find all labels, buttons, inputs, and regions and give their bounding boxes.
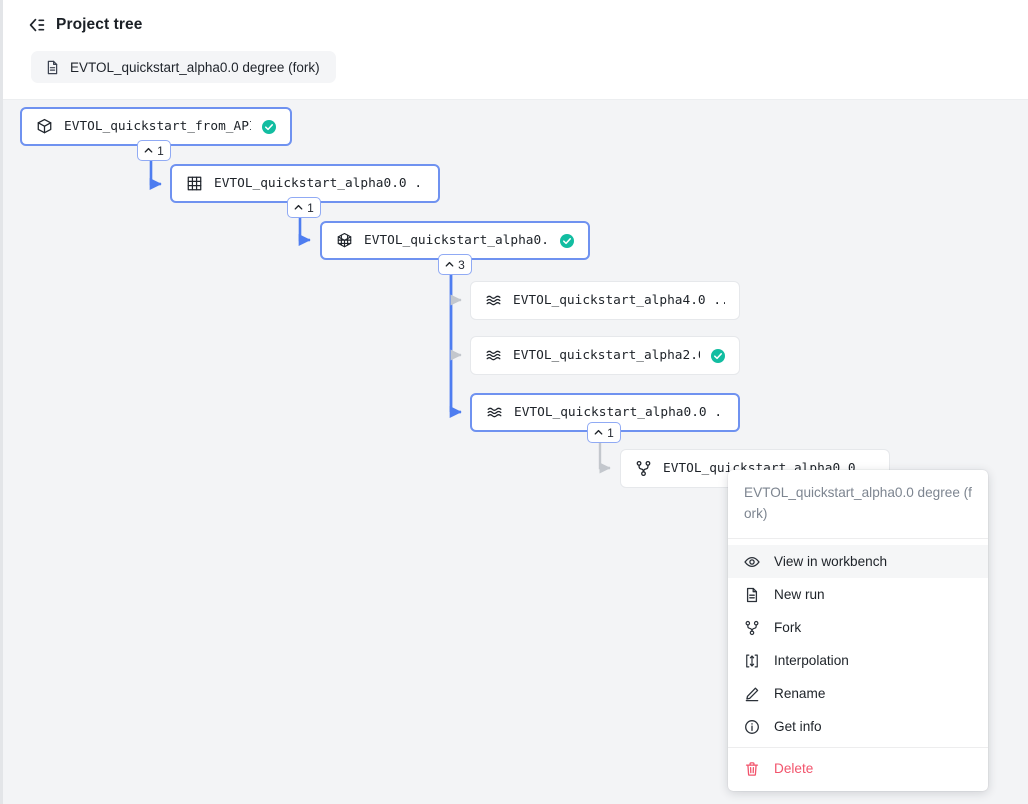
fork-icon [744,620,760,636]
tree-node-label: EVTOL_quickstart_alpha4.0 ... [513,293,725,308]
collapse-badge-count: 1 [307,200,314,215]
tree-connectors [149,150,611,474]
collapse-badge[interactable]: 1 [587,422,621,443]
page-title: Project tree [56,16,143,33]
document-icon [744,587,760,603]
tree-node[interactable]: EVTOL_quickstart_alpha2.0 ... [470,336,740,375]
waves-icon [485,347,502,364]
menu-item-get-info[interactable]: Get info [728,710,988,743]
menu-item-label: Fork [774,620,802,636]
waves-icon [485,292,502,309]
collapse-badge[interactable]: 3 [438,254,472,275]
trash-icon [744,761,760,777]
menu-item-label: View in workbench [774,554,888,570]
tree-node[interactable]: EVTOL_quickstart_alpha0.0 ... [320,221,590,260]
menu-item-label: Get info [774,719,822,735]
menu-item-label: Interpolation [774,653,849,669]
tree-node-label: EVTOL_quickstart_alpha0.0 ... [514,405,724,420]
tree-node[interactable]: EVTOL_quickstart_alpha4.0 ... [470,281,740,320]
waves-icon [486,404,503,421]
document-icon [45,60,60,75]
status-ok-icon [560,233,574,248]
tree-node-label: EVTOL_quickstart_from_API [64,119,251,134]
window-left-edge [0,0,3,804]
menu-item-label: New run [774,587,825,603]
tree-canvas[interactable]: EVTOL_quickstart_from_API 1 [3,100,1028,804]
context-menu[interactable]: EVTOL_quickstart_alpha0.0 degree (fork) … [728,470,988,792]
chevron-up-icon [144,147,153,153]
tree-node-label: EVTOL_quickstart_alpha0.0 ... [214,176,424,191]
eye-icon [744,554,760,570]
tree-node-label: EVTOL_quickstart_alpha2.0 ... [513,348,700,363]
chevron-up-icon [294,204,303,210]
collapse-badge-count: 3 [458,257,465,272]
interpolation-icon [744,653,760,669]
fork-icon [635,460,652,477]
panel-header: Project tree EVTOL_quickstart_alpha0.0 d… [3,0,1028,100]
menu-item-label: Rename [774,686,826,702]
menu-item-view-in-workbench[interactable]: View in workbench [728,545,988,579]
info-icon [744,719,760,735]
chevron-up-icon [594,429,603,435]
menu-item-fork[interactable]: Fork [728,611,988,644]
context-menu-title: EVTOL_quickstart_alpha0.0 degree (fork) [728,470,988,540]
breadcrumb[interactable]: EVTOL_quickstart_alpha0.0 degree (fork) [31,51,336,83]
chevron-up-icon [445,261,454,267]
menu-item-delete[interactable]: Delete [728,752,988,785]
breadcrumb-label: EVTOL_quickstart_alpha0.0 degree (fork) [70,59,320,75]
collapse-badge-count: 1 [607,425,614,440]
tree-node[interactable]: EVTOL_quickstart_alpha0.0 ... [170,164,440,203]
collapse-badge-count: 1 [157,143,164,158]
tree-node[interactable]: EVTOL_quickstart_from_API [20,107,292,146]
context-menu-items: View in workbench New run [728,539,988,791]
mesh-icon [336,232,353,249]
collapse-badge[interactable]: 1 [287,197,321,218]
cube-icon [36,118,53,135]
menu-bottom-spacer [728,785,988,791]
status-ok-icon [711,348,725,363]
collapse-panel-icon[interactable] [28,16,46,34]
pencil-icon [744,686,760,702]
menu-item-label: Delete [774,761,814,777]
grid-icon [186,175,203,192]
tree-node[interactable]: EVTOL_quickstart_alpha0.0 ... [470,393,740,432]
menu-separator [728,747,988,749]
panel-title-row: Project tree [28,16,143,34]
menu-item-rename[interactable]: Rename [728,677,988,710]
collapse-badge[interactable]: 1 [137,140,171,161]
status-ok-icon [262,119,276,134]
tree-node-label: EVTOL_quickstart_alpha0.0 ... [364,233,549,248]
menu-item-new-run[interactable]: New run [728,578,988,611]
menu-item-interpolation[interactable]: Interpolation [728,644,988,677]
